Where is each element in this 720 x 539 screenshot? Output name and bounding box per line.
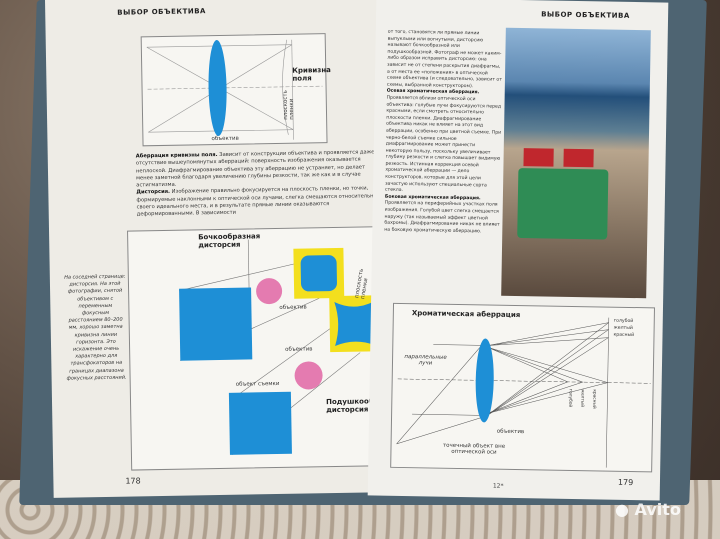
distortion-drawing	[179, 239, 381, 456]
subject-square	[179, 287, 253, 361]
paragraph: Проявляется вблизи оптической оси объект…	[384, 95, 502, 194]
page-header: ВЫБОР ОБЪЕКТИВА	[117, 7, 206, 17]
label-red: красный	[613, 332, 635, 339]
lens-circle	[256, 278, 283, 305]
parallel-rays-label: параллельные лучи	[404, 354, 447, 367]
field-curvature-drawing	[146, 39, 323, 140]
subject-square	[228, 391, 292, 455]
red-chair	[563, 148, 594, 168]
paragraph: Изображение правильно фокусируется на пл…	[136, 185, 377, 218]
pincushion-image	[334, 301, 376, 346]
term: Осевая хроматическая аберрация.	[386, 89, 480, 96]
lens-shape	[475, 338, 494, 423]
left-page: ВЫБОР ОБЪЕКТИВА Кривизна поля плоскость …	[45, 0, 402, 498]
field-curvature-diagram: Кривизна поля плоскость пленки объектив	[140, 33, 331, 147]
right-page: ВЫБОР ОБЪЕКТИВА от того, становятся ли п…	[367, 0, 669, 501]
film-plane-label: плоскость пленки	[282, 90, 296, 120]
signature-mark: 12*	[492, 482, 504, 490]
distortion-diagram: Бочкообразная дисторсия плоскость пленки…	[127, 226, 402, 471]
diagram-title: Кривизна поля	[292, 66, 331, 83]
axis-label-red: красный	[591, 389, 597, 409]
lens-shape	[208, 40, 227, 136]
axis-label-yellow: желтый	[579, 389, 585, 408]
page-header: ВЫБОР ОБЪЕКТИВА	[541, 10, 630, 20]
page-number: 179	[617, 477, 634, 488]
page-number: 178	[125, 476, 141, 486]
lens-label: объектив	[279, 304, 307, 311]
lens-circle	[294, 361, 323, 390]
term: Дисторсия.	[136, 189, 171, 196]
barrel-title: Бочкообразная дисторсия	[198, 232, 261, 250]
beach-photo	[501, 27, 651, 299]
body-text: от того, становятся ли прямые линии выпу…	[384, 30, 504, 236]
body-text: Аберрация кривизны поля. Зависит от конс…	[136, 149, 382, 219]
side-caption: На соседней странице: дисторсия. На этой…	[64, 273, 127, 382]
avito-watermark: ● Avito	[615, 500, 681, 519]
red-chair	[523, 148, 554, 167]
point-object-label: точечный объект вне оптической оси	[442, 442, 506, 456]
chromatic-aberration-diagram: Хроматическая аберрация голубой желтый к…	[390, 302, 656, 473]
paragraph: Проявляется на периферийных участках пол…	[384, 201, 500, 235]
lens-label: объектив	[211, 135, 239, 143]
axis-label-blue: голубой	[567, 388, 573, 408]
chromatic-drawing	[396, 317, 651, 468]
paragraph: от того, становятся ли прямые линии выпу…	[386, 29, 502, 89]
green-chairs	[517, 167, 609, 240]
barrel-image	[300, 255, 337, 292]
subject-label: объект съемки	[235, 380, 280, 388]
color-labels: голубой желтый красный	[613, 318, 634, 339]
lens-label: объектив	[285, 346, 313, 353]
lens-label: объектив	[496, 428, 525, 436]
